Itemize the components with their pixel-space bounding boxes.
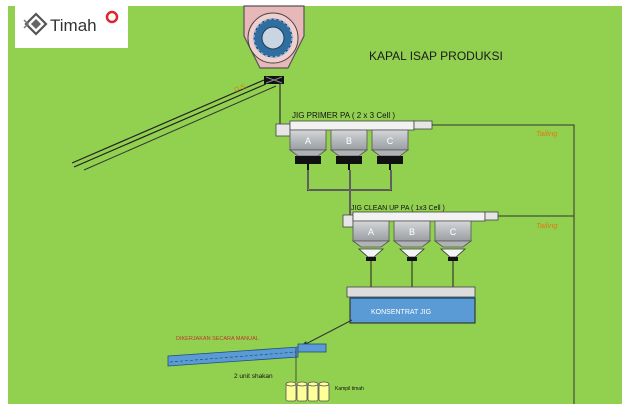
jig-cleanup-label: JIG CLEAN UP PA ( 1x3 Cell ) [351,205,445,212]
diagram-background [8,6,622,404]
kampil-label: Kampil timah [335,386,364,392]
jig-primer-tailing-outlet [413,120,433,130]
jig-cleanup: A B C [342,211,499,294]
jig-cleanup-cell-label: C [450,227,457,237]
trommel-core [261,26,285,50]
jig-primer-cell-label: C [387,136,394,146]
jig-primer-inlet [275,123,291,137]
kampil-sack-icon [318,381,330,402]
oversize-label: O.S. [233,83,248,94]
timah-logo-icon [23,12,48,36]
trommel-icon [243,5,305,84]
jig-cleanup-tailing-outlet [484,211,499,221]
kampil-timah [285,381,330,402]
primer-collect-pipe [307,170,392,215]
manual-label: DIKERJAKAN SECARA MANUAL [176,336,259,342]
jig-primer-cell-b: B [329,129,369,170]
jig-primer-cell-c: C [370,129,410,170]
jig-cleanup-cell-c: C [433,220,473,294]
discharge-block [336,156,362,164]
jig-primer-label: JIG PRIMER PA ( 2 x 3 Cell ) [292,111,395,120]
kampil-sack-icon [296,381,308,402]
jig-cleanup-cell-label: B [409,227,415,237]
shakan-table [167,343,327,382]
jig-primer-cell-a: A [288,129,328,170]
discharge-block [377,156,403,164]
diagram-title: KAPAL ISAP PRODUKSI [369,49,503,63]
trommel-teeth [253,18,293,58]
kampil-sack-icon [285,381,297,402]
kampil-sack-icon [307,381,319,402]
discharge-block [295,156,321,164]
shakan-label: 2 unit shakan [234,373,273,380]
tailing-line [432,124,575,404]
jig-cleanup-tank [352,211,486,222]
jig-primer: A B C [275,120,433,170]
tailing-label-2: Tailing [536,221,558,230]
oversize-conveyor [71,79,277,171]
konsentrat-arrow [299,319,353,348]
jig-cleanup-cell-label: A [368,227,374,237]
jig-cleanup-cell-b: B [392,220,432,294]
jig-primer-cell-label: B [346,136,352,146]
jig-primer-tank [289,120,415,131]
timah-logo: Timah [15,6,128,48]
logo-text: Timah [50,16,97,35]
jig-cleanup-inlet [342,214,354,228]
tailing-label-1: Tailing [536,129,558,138]
jig-primer-cell-label: A [305,136,311,146]
konsentrat-box [346,286,476,324]
konsentrat-label: KONSENTRAT JIG [371,309,431,316]
logo-red-mark [105,10,119,24]
